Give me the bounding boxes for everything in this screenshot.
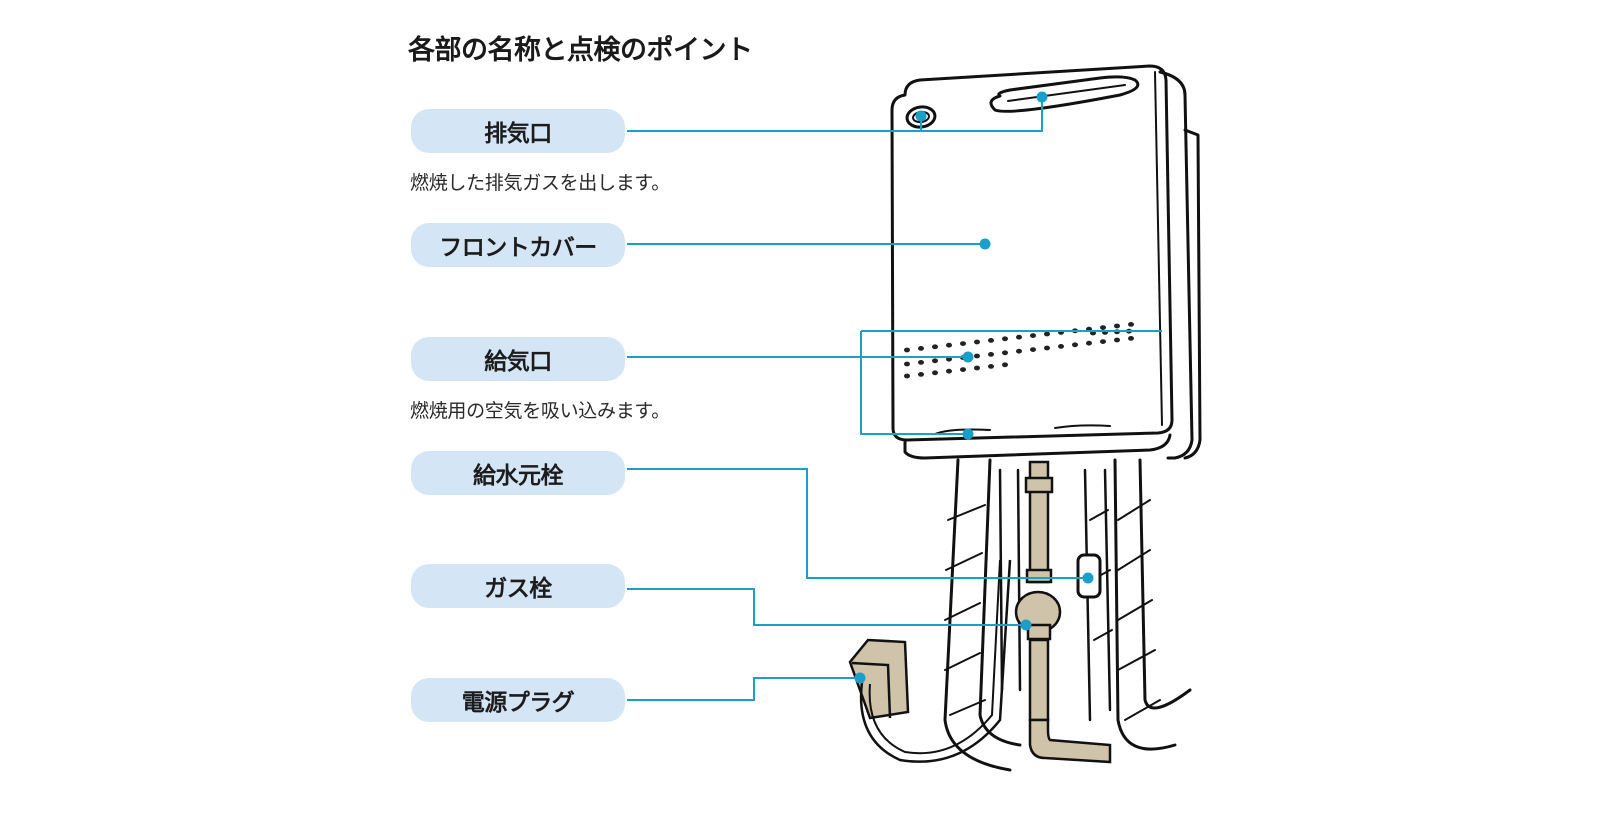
vent-hole: [1030, 333, 1036, 338]
vent-hole: [946, 342, 952, 348]
heater-side-panel: [1158, 70, 1194, 460]
vent-hole: [1100, 339, 1106, 344]
marker-air-intake-bottom: [962, 428, 974, 440]
leader-line-water-supply-valve: [627, 468, 1088, 579]
vent-hole: [1016, 348, 1022, 354]
vent-hole: [1044, 345, 1050, 351]
right-insulated-pipe: [1113, 458, 1192, 751]
marker-power-plug: [854, 672, 866, 684]
vent-hole: [974, 353, 980, 359]
vent-hole: [918, 372, 924, 377]
label-front-cover: フロントカバー: [411, 223, 625, 267]
vent-hole: [1002, 350, 1008, 356]
power-cable: [859, 559, 1012, 763]
vent-hole: [918, 360, 924, 365]
marker-gas-valve: [1020, 619, 1032, 631]
vent-hole: [1114, 323, 1120, 329]
exhaust-small-oval: [905, 105, 937, 129]
description-exhaust-port: 燃焼した排気ガスを出します。: [410, 172, 670, 194]
gas-pipe-lower: [1028, 638, 1050, 722]
gas-pipe-elbow: [1028, 718, 1112, 764]
marker-water-supply-valve: [1082, 572, 1094, 584]
vent-hole: [974, 339, 980, 345]
vent-hole: [904, 347, 910, 353]
vent-hole: [918, 346, 924, 351]
center-left-pipe: [998, 468, 1022, 692]
marker-front-cover: [979, 238, 991, 250]
vent-hole: [1002, 362, 1008, 368]
vent-hole: [946, 368, 952, 374]
diagram-title: 各部の名称と点検のポイント: [408, 35, 753, 66]
vent-hole: [1128, 336, 1134, 341]
leader-line-power-plug: [627, 677, 860, 701]
leader-line-exhaust-port: [627, 97, 1043, 132]
vent-hole: [960, 367, 966, 372]
marker-air-intake-front: [962, 351, 974, 363]
leader-line-air-intake: [627, 330, 1162, 435]
heater-inner-edge: [1154, 71, 1163, 426]
description-air-intake: 燃焼用の空気を吸い込みます。: [410, 400, 670, 422]
exhaust-long-slot: [989, 75, 1140, 113]
vent-hole: [932, 358, 938, 364]
marker-exhaust-slot: [1036, 91, 1048, 103]
vent-hole: [1030, 347, 1036, 352]
vent-hole: [904, 361, 910, 367]
leader-line-gas-valve: [627, 588, 1026, 626]
vent-hole: [1072, 342, 1078, 348]
vent-hole: [1002, 336, 1008, 342]
vent-hole: [904, 373, 910, 379]
vent-hole: [1100, 325, 1106, 330]
vent-hole: [1016, 334, 1022, 340]
label-gas-valve: ガス栓: [411, 564, 625, 608]
heater-base: [903, 433, 1172, 460]
label-exhaust-port: 排気口: [411, 109, 625, 153]
label-air-intake: 給気口: [411, 337, 625, 381]
vent-hole: [932, 370, 938, 376]
vent-hole: [960, 341, 966, 346]
vent-hole: [1058, 344, 1064, 349]
power-outlet: [848, 638, 910, 720]
vent-hole: [1114, 337, 1120, 343]
vent-hole: [988, 352, 994, 357]
label-water-supply-valve: 給水元栓: [411, 451, 625, 495]
vent-hole: [988, 364, 994, 369]
heater-back-bracket: [1183, 128, 1202, 460]
heater-body: [890, 64, 1174, 442]
left-insulated-pipe: [943, 458, 1022, 772]
marker-exhaust-small: [915, 110, 927, 122]
vent-hole: [1086, 340, 1092, 346]
vent-hole: [974, 365, 980, 371]
vent-hole: [932, 344, 938, 350]
vent-hole: [988, 338, 994, 343]
label-power-plug: 電源プラグ: [411, 678, 625, 722]
vent-hole: [1044, 331, 1050, 337]
vent-hole: [1128, 322, 1134, 327]
